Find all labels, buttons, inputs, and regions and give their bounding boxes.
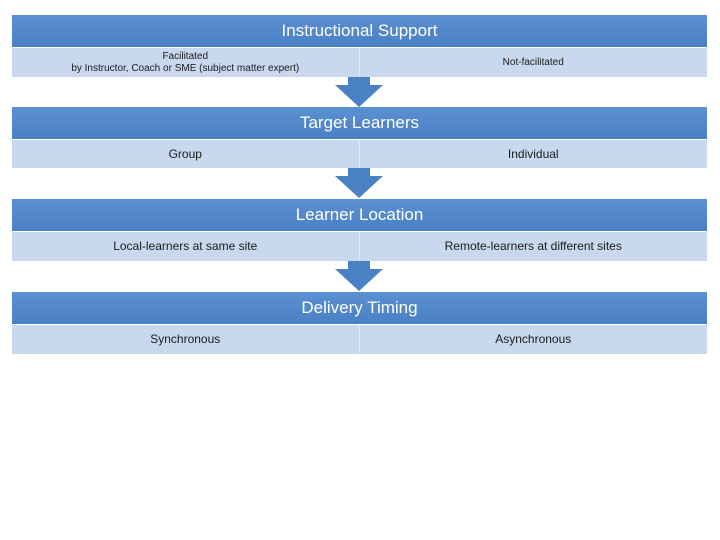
option-group: Group bbox=[12, 140, 360, 168]
option-asynchronous-label: Asynchronous bbox=[495, 332, 572, 346]
option-local-learners: Local-learners at same site bbox=[12, 232, 360, 261]
option-remote-learners-label: Remote-learners at different sites bbox=[444, 239, 622, 253]
option-individual-label: Individual bbox=[507, 146, 559, 161]
learner-location-title: Learner Location bbox=[295, 205, 424, 224]
down-arrow-icon bbox=[335, 261, 383, 291]
down-arrow-icon bbox=[335, 168, 383, 198]
delivery-timing-title: Delivery Timing bbox=[301, 298, 418, 317]
down-arrow-icon bbox=[335, 77, 383, 107]
learner-location-options: Local-learners at same site Remote-learn… bbox=[12, 231, 707, 261]
target-learners-options: Group Individual bbox=[12, 139, 707, 168]
instructional-support-options: Facilitated by Instructor, Coach or SME … bbox=[12, 47, 707, 77]
option-not-facilitated: Not-facilitated bbox=[360, 48, 708, 77]
option-facilitated-detail: by Instructor, Coach or SME (subject mat… bbox=[71, 62, 300, 74]
option-not-facilitated-label: Not-facilitated bbox=[502, 56, 564, 68]
delivery-timing-options: Synchronous Asynchronous bbox=[12, 324, 707, 354]
option-asynchronous: Asynchronous bbox=[360, 325, 708, 354]
option-synchronous-label: Synchronous bbox=[150, 332, 221, 346]
option-facilitated-label: Facilitated bbox=[162, 50, 209, 62]
delivery-timing-header: Delivery Timing bbox=[12, 292, 707, 324]
option-local-learners-label: Local-learners at same site bbox=[113, 239, 258, 253]
instructional-support-title: Instructional Support bbox=[281, 21, 438, 40]
target-learners-title: Target Learners bbox=[299, 113, 420, 132]
option-remote-learners: Remote-learners at different sites bbox=[360, 232, 708, 261]
instructional-support-header: Instructional Support bbox=[12, 15, 707, 47]
option-facilitated: Facilitated by Instructor, Coach or SME … bbox=[12, 48, 360, 77]
learner-location-header: Learner Location bbox=[12, 199, 707, 231]
option-individual: Individual bbox=[360, 140, 708, 168]
target-learners-header: Target Learners bbox=[12, 107, 707, 139]
option-group-label: Group bbox=[168, 146, 202, 161]
option-synchronous: Synchronous bbox=[12, 325, 360, 354]
